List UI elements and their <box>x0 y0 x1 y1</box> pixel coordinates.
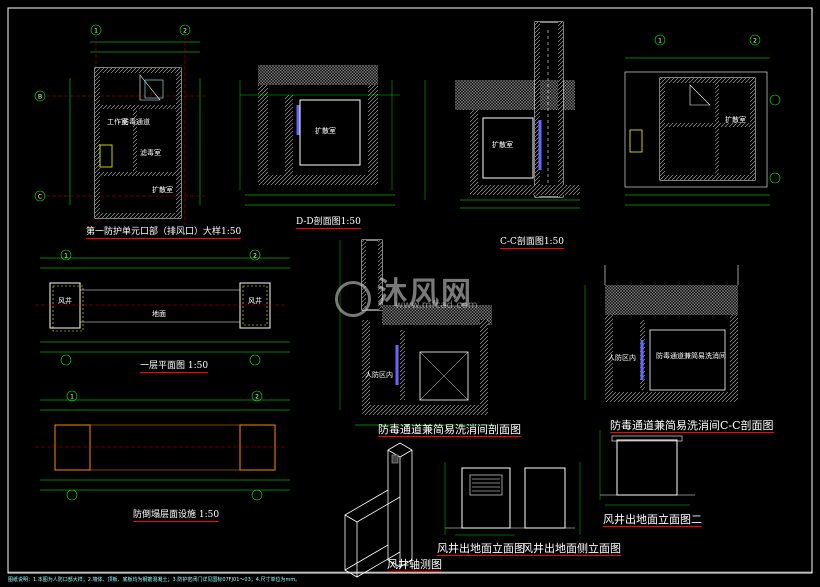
axis-mark-label: 1 <box>70 394 74 401</box>
title-plan-roof: 防倒塌层面设施 1:50 <box>133 510 220 522</box>
axis-mark-label: 2 <box>255 394 259 401</box>
axis-mark-label: 1 <box>64 253 68 260</box>
label-expansion-room-plan2: 扩散室 <box>725 116 746 124</box>
watermark-logo-icon <box>335 280 371 317</box>
shaft-axon-drawing <box>344 442 413 578</box>
section-detox-cc-drawing <box>584 265 739 402</box>
axis-mark-label: 2 <box>183 28 187 35</box>
sheet-frame <box>7 7 813 574</box>
plan-enlarge-drawing <box>34 24 205 225</box>
title-section-dd: D-D剖面图1:50 <box>296 217 361 229</box>
drawing-note: 图纸说明：1.本图为人防口部大样；2.墙体、顶板、底板均为钢筋混凝土；3.防护密… <box>8 577 301 583</box>
title-section-detox: 防毒通道兼简易洗消间剖面图 <box>378 423 521 437</box>
label-filter-room: 滤毒室 <box>140 149 161 157</box>
axis-mark-label: 2 <box>253 253 257 260</box>
watermark-url: www.mfcad.com <box>395 300 478 311</box>
label-ventilation-room: 防毒通道 <box>122 118 150 126</box>
axis-mark-label: 1 <box>94 28 98 35</box>
section-detox-drawing <box>339 239 495 426</box>
shaft-elev-2-drawing <box>599 430 695 506</box>
axis-mark-label: C <box>38 194 42 201</box>
plan-floor1-drawing <box>35 249 290 366</box>
title-shaft-elev-side: 风井出地面侧立面图 <box>522 542 621 556</box>
label-shaft-left: 风井 <box>58 297 72 305</box>
shaft-elev-front-drawing <box>444 462 581 536</box>
axis-mark-label: 2 <box>753 38 757 45</box>
watermark: 沐风网 www.mfcad.com <box>335 268 478 317</box>
axis-mark-label: 1 <box>658 38 662 45</box>
label-shaft-right: 风井 <box>248 297 262 305</box>
title-plan-enlarge: 第一防护单元口部（排风口）大样1:50 <box>86 227 242 239</box>
plan-roof-drawing <box>35 390 290 501</box>
label-detox-room: 防毒通道兼简易洗消间 <box>656 352 726 360</box>
title-shaft-elev-2: 风井出地面立面图二 <box>603 513 702 527</box>
title-section-detox-cc: 防毒通道兼简易洗消间C-C剖面图 <box>610 419 774 433</box>
label-expansion-room-cc: 扩散室 <box>492 141 513 149</box>
label-ground: 地面 <box>152 310 166 318</box>
plan-upper-right-drawing <box>624 34 781 206</box>
title-plan-floor1: 一层平面图 1:50 <box>140 361 209 373</box>
section-dd-drawing <box>239 65 400 206</box>
label-civil-area-1: 人防区内 <box>365 371 393 379</box>
axis-mark-label: B <box>38 94 42 101</box>
label-expansion-room-dd: 扩散室 <box>315 127 336 135</box>
label-civil-area-2: 人防区内 <box>608 354 636 362</box>
label-work-room: 工作室 <box>107 118 128 126</box>
section-cc-drawing <box>424 21 580 209</box>
title-shaft-elev-front: 风井出地面立面图 <box>437 542 525 556</box>
label-expansion-room-plan: 扩散室 <box>152 186 173 194</box>
title-shaft-axon: 风井轴测图 <box>387 558 442 572</box>
watermark-brand: 沐风网 <box>377 276 473 311</box>
title-section-cc: C-C剖面图1:50 <box>500 237 565 249</box>
